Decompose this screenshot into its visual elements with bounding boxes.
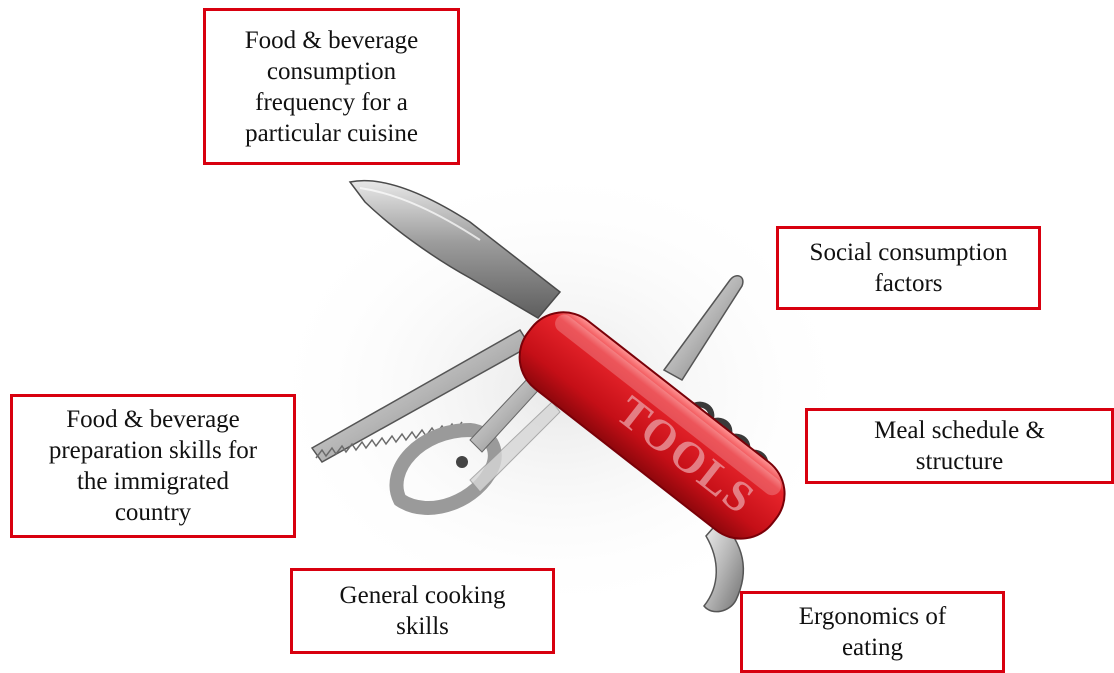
label-ergonomics-of-eating: Ergonomics of eating	[740, 591, 1005, 673]
label-meal-schedule-text: Meal schedule & structure	[874, 415, 1045, 477]
label-food-consumption-frequency-text: Food & beverage consumption frequency fo…	[245, 25, 419, 149]
label-social-consumption-factors: Social consumption factors	[776, 226, 1041, 310]
label-food-consumption-frequency: Food & beverage consumption frequency fo…	[203, 8, 460, 165]
label-ergonomics-of-eating-text: Ergonomics of eating	[799, 601, 946, 663]
label-general-cooking-skills-text: General cooking skills	[340, 580, 506, 642]
label-food-preparation-skills-text: Food & beverage preparation skills for t…	[49, 404, 257, 528]
label-social-consumption-factors-text: Social consumption factors	[810, 237, 1008, 299]
label-food-preparation-skills: Food & beverage preparation skills for t…	[10, 394, 296, 538]
label-general-cooking-skills: General cooking skills	[290, 568, 555, 654]
label-meal-schedule: Meal schedule & structure	[805, 408, 1114, 484]
